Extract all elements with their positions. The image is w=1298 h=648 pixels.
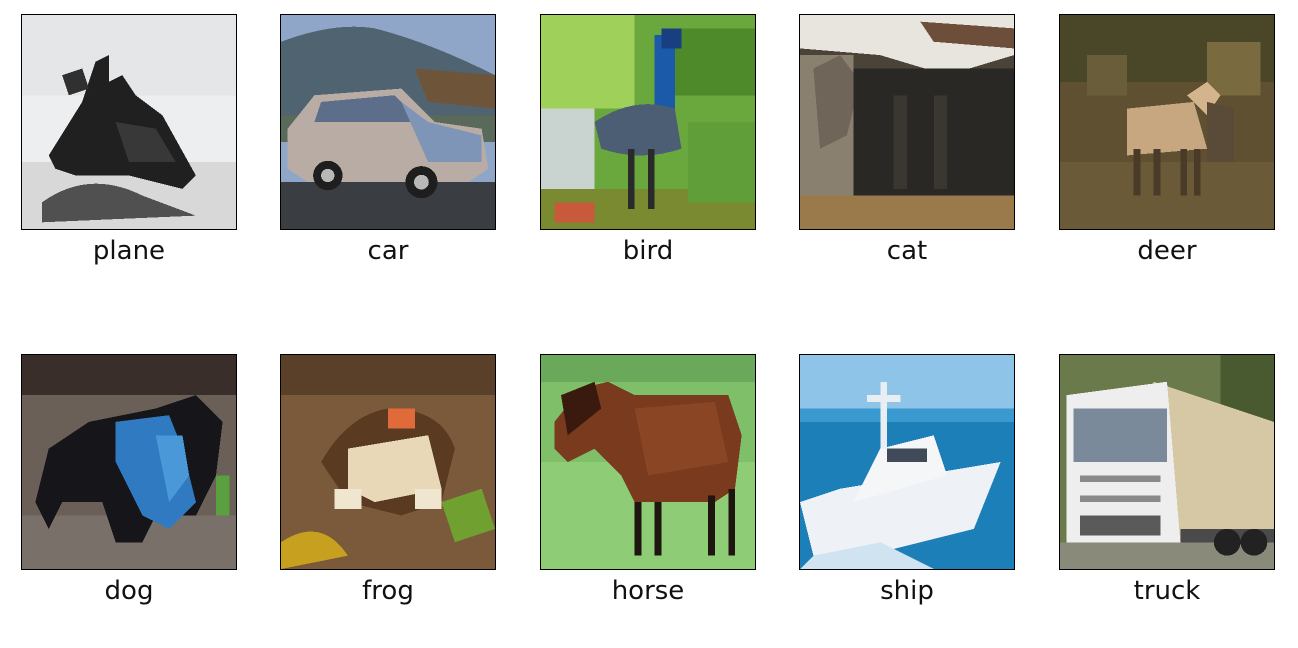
- truck-label: truck: [1133, 576, 1201, 606]
- grid-item-ship: ship: [799, 354, 1015, 606]
- grid-item-truck: truck: [1059, 354, 1275, 606]
- grid-item-plane: plane: [21, 14, 237, 266]
- grid-item-cat: cat: [799, 14, 1015, 266]
- grid-item-bird: bird: [540, 14, 756, 266]
- grid-item-frog: frog: [280, 354, 496, 606]
- deer-label: deer: [1137, 236, 1197, 266]
- bird-image: [540, 14, 756, 230]
- grid-item-car: car: [280, 14, 496, 266]
- dog-image: [21, 354, 237, 570]
- cat-image: [799, 14, 1015, 230]
- car-image: [280, 14, 496, 230]
- grid-item-deer: deer: [1059, 14, 1275, 266]
- grid-item-horse: horse: [540, 354, 756, 606]
- horse-image: [540, 354, 756, 570]
- ship-image: [799, 354, 1015, 570]
- frog-image: [280, 354, 496, 570]
- deer-image: [1059, 14, 1275, 230]
- car-label: car: [367, 236, 409, 266]
- plane-label: plane: [92, 236, 166, 266]
- dog-label: dog: [104, 576, 154, 606]
- frog-label: frog: [362, 576, 414, 606]
- grid-item-dog: dog: [21, 354, 237, 606]
- truck-image: [1059, 354, 1275, 570]
- horse-label: horse: [611, 576, 685, 606]
- plane-image: [21, 14, 237, 230]
- bird-label: bird: [622, 236, 674, 266]
- cat-label: cat: [886, 236, 928, 266]
- ship-label: ship: [880, 576, 934, 606]
